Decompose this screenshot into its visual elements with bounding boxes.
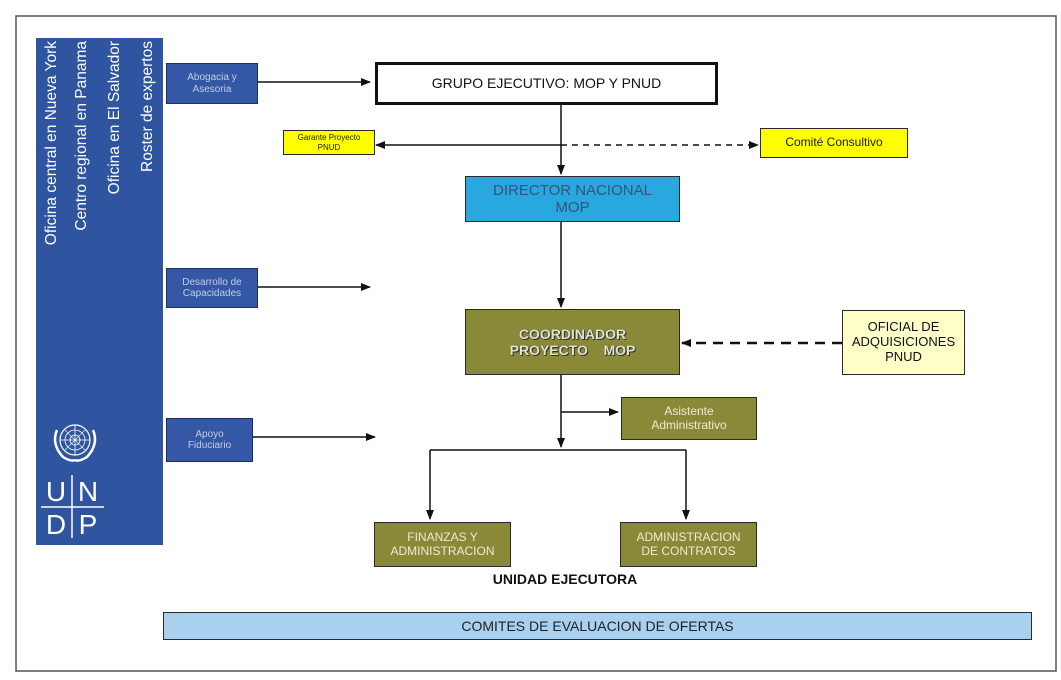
node-grupo-ejecutivo: GRUPO EJECUTIVO: MOP Y PNUD (375, 62, 718, 105)
service-desarrollo-capacidades: Desarrollo de Capacidades (166, 268, 258, 308)
node-finanzas-administracion: FINANZAS Y ADMINISTRACION (374, 522, 511, 567)
node-comite-consultivo: Comité Consultivo (760, 128, 908, 158)
service-abogacia: Abogacia y Asesoria (166, 63, 258, 104)
undp-logo: U N D P (41, 475, 104, 540)
node-oficial-adquisiciones: OFICIAL DE ADQUISICIONES PNUD (842, 310, 965, 375)
unidad-ejecutora-label: UNIDAD EJECUTORA (492, 571, 638, 587)
undp-letter-u: U (46, 476, 66, 507)
undp-sidebar: Oficina central en Nueva York Centro reg… (36, 38, 163, 545)
node-director-nacional: DIRECTOR NACIONAL MOP (465, 176, 680, 222)
office-panama: Centro regional en Panama (73, 41, 90, 231)
un-emblem-icon (53, 424, 97, 462)
node-coordinador-proyecto: COORDINADOR PROYECTO MOP (465, 309, 680, 375)
node-comites-evaluacion: COMITES DE EVALUACION DE OFERTAS (163, 612, 1032, 640)
node-asistente-administrativo: Asistente Administrativo (621, 397, 757, 440)
undp-letter-p: P (79, 509, 98, 540)
service-apoyo-fiduciario: Apoyo Fiduciario (166, 418, 253, 462)
office-el-salvador: Oficina en El Salvador (106, 41, 123, 194)
office-new-york: Oficina central en Nueva York (43, 41, 60, 245)
node-administracion-contratos: ADMINISTRACION DE CONTRATOS (620, 522, 757, 567)
undp-letter-d: D (46, 509, 66, 540)
outer-frame (15, 15, 1057, 672)
node-garante-proyecto: Garante Proyecto PNUD (283, 130, 375, 155)
undp-letter-n: N (78, 476, 98, 507)
roster-expertos: Roster de expertos (139, 41, 156, 172)
